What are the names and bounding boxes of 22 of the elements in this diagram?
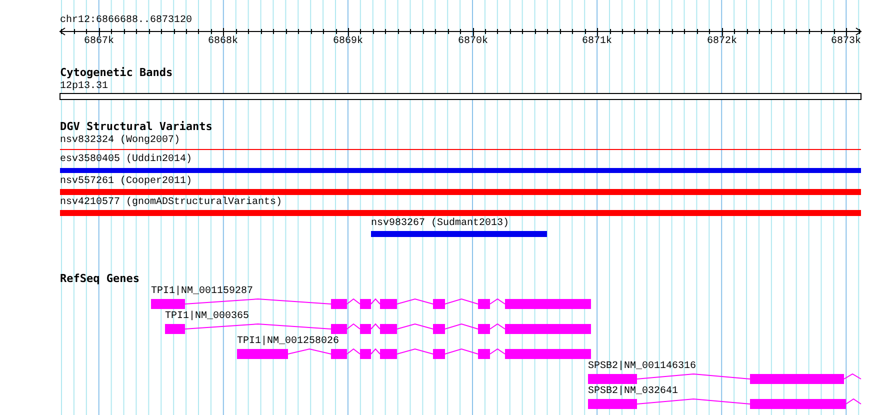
gene-label: SPSB2|NM_001146316	[588, 361, 696, 372]
tick-label: 6869k	[333, 36, 363, 47]
track-heading: Cytogenetic Bands	[60, 67, 173, 78]
gene-label: TPI1|NM_000365	[165, 311, 250, 322]
tick-label: 6872k	[707, 36, 737, 47]
track-heading: DGV Structural Variants	[60, 121, 212, 132]
band-label: 12p13.31	[60, 81, 108, 92]
gene-label: SPSB2|NM_032641	[588, 386, 678, 397]
tick-label: 6867k	[84, 36, 114, 47]
gene-label: TPI1|NM_001258026	[237, 336, 340, 347]
tick-label: 6873k	[831, 36, 861, 47]
variant-label: nsv4210577 (gnomADStructuralVariants)	[60, 197, 282, 208]
variant-label: esv3580405 (Uddin2014)	[60, 154, 192, 165]
track-heading: RefSeq Genes	[60, 273, 140, 284]
region-label: chr12:6866688..6873120	[60, 15, 192, 26]
tick-label: 6871k	[582, 36, 612, 47]
variant-label: nsv557261 (Cooper2011)	[60, 176, 192, 187]
gene-label: TPI1|NM_001159287	[151, 286, 254, 297]
variant-label: nsv832324 (Wong2007)	[60, 135, 180, 146]
tick-label: 6870k	[458, 36, 488, 47]
tick-label: 6868k	[208, 36, 238, 47]
variant-label: nsv983267 (Sudmant2013)	[371, 218, 510, 229]
